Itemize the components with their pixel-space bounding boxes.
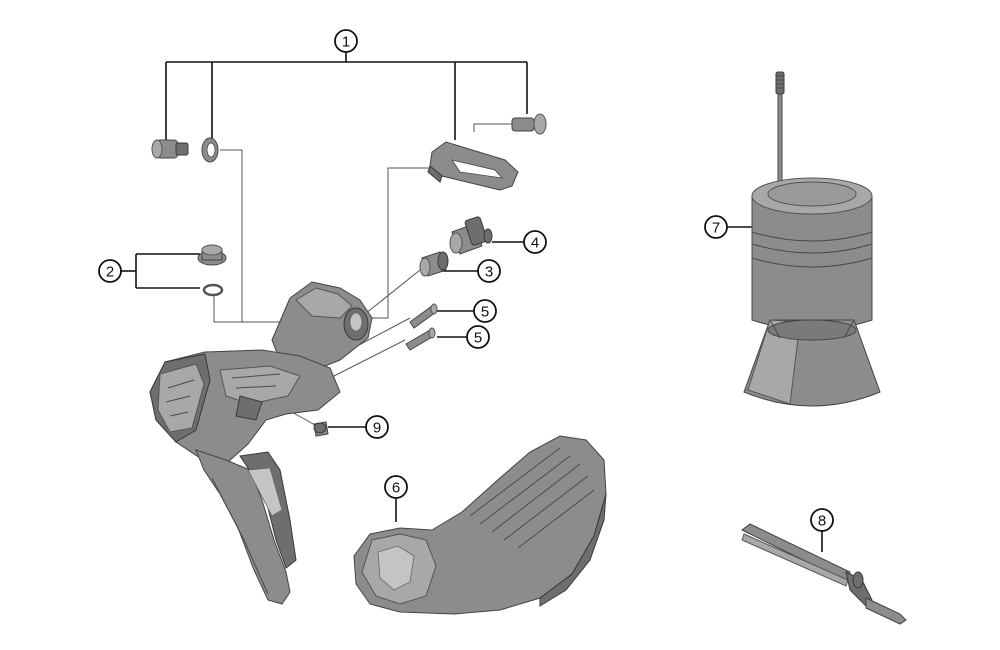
callout-3: 3 — [477, 259, 501, 283]
svg-text:7: 7 — [712, 220, 720, 237]
svg-text:3: 3 — [485, 264, 493, 281]
screw-part-1 — [511, 113, 547, 135]
svg-text:1: 1 — [342, 34, 350, 51]
bolt-part-1 — [151, 139, 189, 159]
callout-7: 7 — [704, 215, 728, 239]
washer-part-1 — [201, 137, 219, 163]
tweezers-tool-part-8 — [741, 523, 907, 625]
svg-text:8: 8 — [818, 513, 826, 530]
screw-part-5-lower — [405, 327, 436, 351]
bushing-part-3 — [419, 251, 449, 277]
svg-text:5: 5 — [481, 304, 489, 321]
callout-6: 6 — [384, 475, 408, 499]
screw-part-9 — [313, 421, 329, 437]
svg-text:6: 6 — [392, 480, 400, 497]
callout-5-upper: 5 — [473, 299, 497, 323]
o-ring-part-2 — [202, 283, 224, 297]
svg-text:5: 5 — [474, 330, 482, 347]
callout-9: 9 — [365, 415, 389, 439]
cap-part-2 — [197, 244, 227, 266]
svg-text:4: 4 — [531, 235, 539, 252]
svg-text:2: 2 — [106, 264, 114, 281]
screw-part-5-upper — [409, 303, 438, 329]
svg-text:9: 9 — [373, 420, 381, 437]
plug-part-4 — [449, 216, 493, 255]
callout-1: 1 — [334, 29, 358, 53]
bleed-tool-part-7 — [743, 71, 881, 407]
shift-lever-body — [149, 281, 373, 605]
clamp-band-part-1 — [427, 141, 519, 191]
callout-4: 4 — [523, 230, 547, 254]
callout-5-lower: 5 — [466, 325, 490, 349]
rubber-hood-part-6 — [353, 435, 607, 615]
callout-8: 8 — [810, 508, 834, 532]
callout-2: 2 — [98, 259, 122, 283]
